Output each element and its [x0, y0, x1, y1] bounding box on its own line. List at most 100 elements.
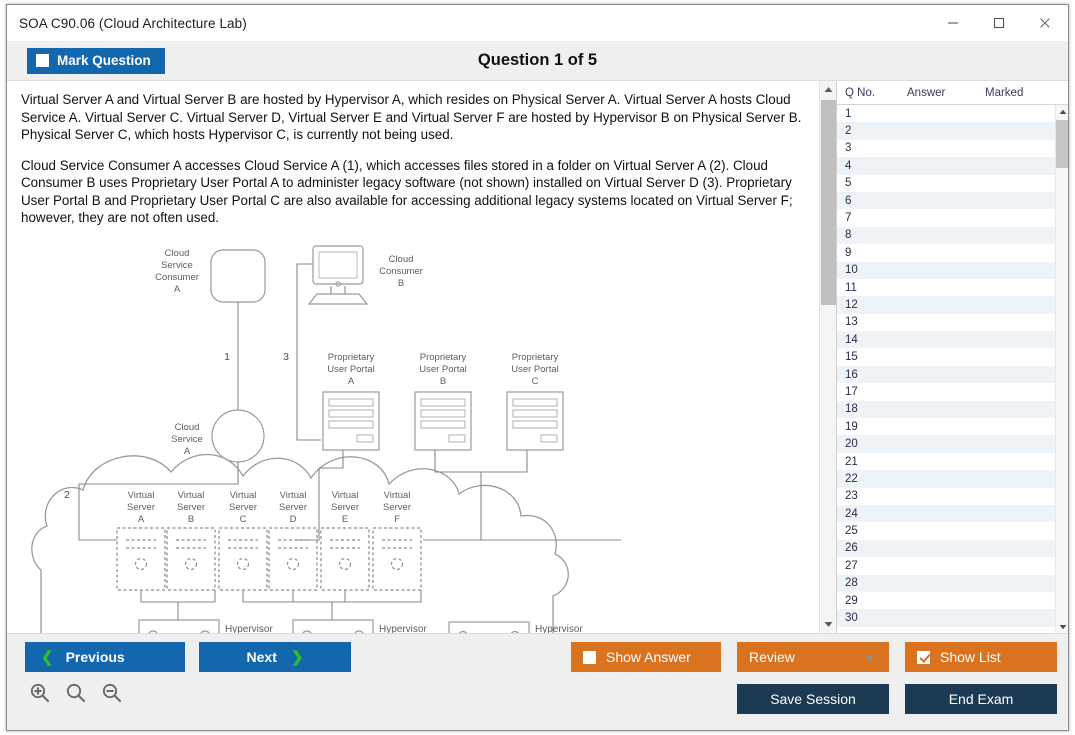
question-row-11[interactable]: 11	[837, 279, 1055, 296]
virtual-server-c-icon	[218, 526, 268, 591]
question-row-29[interactable]: 29	[837, 592, 1055, 609]
maximize-icon	[993, 17, 1005, 29]
proprietary-user-portal-b-icon	[414, 390, 472, 451]
question-row-5[interactable]: 5	[837, 175, 1055, 192]
end-exam-label: End Exam	[948, 691, 1014, 707]
svg-text:Server: Server	[279, 502, 307, 513]
show-list-button[interactable]: Show List	[905, 642, 1057, 672]
question-row-14[interactable]: 14	[837, 331, 1055, 349]
cell-qno: 26	[845, 542, 858, 555]
question-row-22[interactable]: 22	[837, 470, 1055, 488]
question-row-1[interactable]: 1	[837, 105, 1055, 122]
question-row-27[interactable]: 27	[837, 557, 1055, 574]
hypervisor-a-label: Hypervisor	[225, 624, 273, 634]
next-button[interactable]: Next ❯	[199, 642, 351, 672]
question-row-8[interactable]: 8	[837, 226, 1055, 245]
question-row-23[interactable]: 23	[837, 488, 1055, 505]
content-scrollbar[interactable]	[819, 81, 836, 633]
cell-qno: 20	[845, 438, 858, 451]
minimize-icon	[948, 22, 958, 24]
show-answer-checkbox[interactable]	[583, 650, 596, 664]
cell-qno: 19	[845, 420, 858, 433]
question-row-3[interactable]: 3	[837, 140, 1055, 157]
zoom-reset-icon[interactable]	[65, 682, 87, 704]
zoom-in-icon[interactable]	[29, 682, 51, 704]
question-row-19[interactable]: 19	[837, 418, 1055, 435]
title-bar: SOA C90.06 (Cloud Architecture Lab)	[7, 5, 1068, 41]
svg-text:Server: Server	[177, 502, 205, 513]
question-row-20[interactable]: 20	[837, 435, 1055, 453]
content-scrollbar-thumb[interactable]	[821, 100, 836, 305]
question-row-15[interactable]: 15	[837, 348, 1055, 365]
question-content-pane: Virtual Server A and Virtual Server B ar…	[7, 81, 837, 633]
question-list-scrollbar[interactable]	[1055, 105, 1068, 633]
question-row-18[interactable]: 18	[837, 400, 1055, 419]
cell-qno: 13	[845, 316, 858, 329]
show-list-label: Show List	[940, 649, 1001, 665]
hypervisor-c-label: Hypervisor	[535, 624, 583, 634]
close-icon	[1040, 18, 1050, 28]
mark-question-label: Mark Question	[57, 53, 151, 68]
cell-qno: 29	[845, 594, 858, 607]
question-row-26[interactable]: 26	[837, 539, 1055, 558]
list-scroll-down-button[interactable]	[1056, 620, 1068, 633]
question-row-10[interactable]: 10	[837, 261, 1055, 279]
question-row-6[interactable]: 6	[837, 191, 1055, 210]
svg-text:Server: Server	[229, 502, 257, 513]
question-row-7[interactable]: 7	[837, 209, 1055, 226]
previous-button[interactable]: ❮ Previous	[25, 642, 185, 672]
window-controls	[930, 5, 1068, 41]
show-answer-button[interactable]: Show Answer	[571, 642, 721, 672]
question-row-16[interactable]: 16	[837, 365, 1055, 384]
cell-qno: 4	[845, 159, 852, 172]
list-scrollbar-thumb[interactable]	[1056, 120, 1068, 168]
question-row-2[interactable]: 2	[837, 122, 1055, 140]
end-exam-button[interactable]: End Exam	[905, 684, 1057, 714]
review-dropdown-button[interactable]: Review	[737, 642, 889, 672]
list-scroll-up-button[interactable]	[1056, 105, 1068, 118]
mark-question-button[interactable]: Mark Question	[27, 47, 165, 74]
question-row-13[interactable]: 13	[837, 314, 1055, 331]
question-row-4[interactable]: 4	[837, 157, 1055, 175]
previous-label: Previous	[65, 649, 125, 665]
minimize-button[interactable]	[930, 5, 976, 41]
chevron-down-icon	[1059, 624, 1066, 629]
question-row-12[interactable]: 12	[837, 296, 1055, 314]
question-row-30[interactable]: 30	[837, 609, 1055, 627]
svg-text:C: C	[240, 514, 247, 525]
content-scroll-up-button[interactable]	[820, 81, 836, 98]
svg-text:A: A	[184, 446, 191, 457]
zoom-out-icon[interactable]	[101, 682, 123, 704]
show-answer-label: Show Answer	[606, 649, 691, 665]
question-row-28[interactable]: 28	[837, 574, 1055, 592]
question-row-21[interactable]: 21	[837, 453, 1055, 470]
cloud-service-a-icon	[211, 408, 265, 463]
save-session-button[interactable]: Save Session	[737, 684, 889, 714]
svg-text:User Portal: User Portal	[327, 364, 375, 375]
architecture-diagram: Cloud Service Consumer A Cloud	[21, 240, 701, 634]
content-scroll-down-button[interactable]	[820, 616, 836, 633]
question-row-9[interactable]: 9	[837, 244, 1055, 261]
svg-text:Server: Server	[331, 502, 359, 513]
show-list-checkbox[interactable]	[917, 650, 930, 664]
svg-text:Virtual: Virtual	[384, 490, 411, 501]
exam-window: SOA C90.06 (Cloud Architecture Lab)	[6, 4, 1069, 731]
svg-text:D: D	[290, 514, 297, 525]
virtual-server-b-icon	[166, 526, 216, 591]
cell-qno: 17	[845, 385, 858, 398]
question-row-25[interactable]: 25	[837, 522, 1055, 539]
proprietary-user-portal-a-icon	[322, 390, 380, 451]
svg-text:Proprietary: Proprietary	[420, 352, 467, 363]
close-button[interactable]	[1022, 5, 1068, 41]
svg-text:Cloud: Cloud	[389, 254, 414, 265]
svg-text:B: B	[188, 514, 194, 525]
svg-text:User Portal: User Portal	[511, 364, 559, 375]
svg-text:A: A	[138, 514, 145, 525]
cell-qno: 23	[845, 490, 858, 503]
maximize-button[interactable]	[976, 5, 1022, 41]
question-row-17[interactable]: 17	[837, 383, 1055, 400]
mark-question-checkbox[interactable]	[36, 54, 49, 67]
question-row-24[interactable]: 24	[837, 504, 1055, 523]
